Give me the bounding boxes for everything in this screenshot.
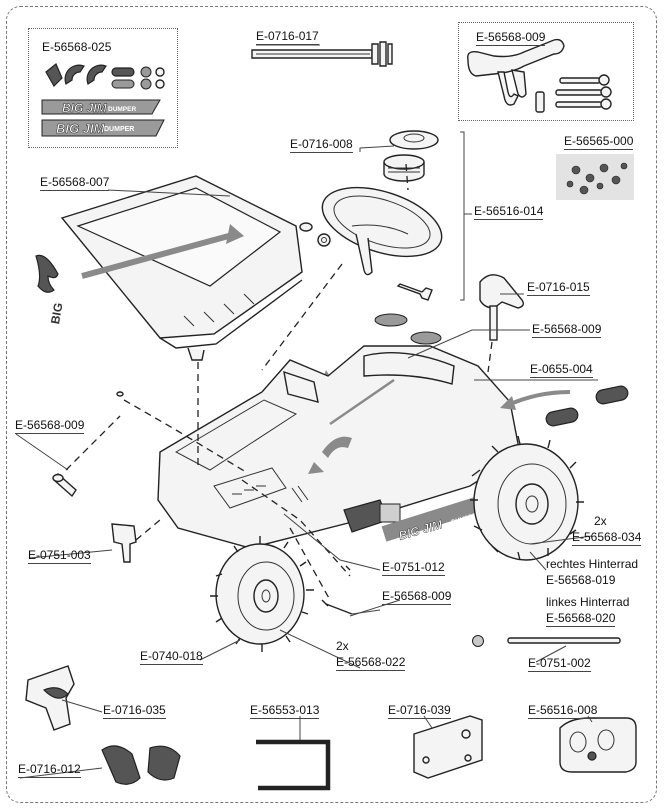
label-rear-left-name: linkes Hinterrad xyxy=(546,595,630,609)
label-hubcap: E-56568-022 xyxy=(336,655,406,671)
label-rear-hubcap: E-56568-034 xyxy=(572,530,642,546)
decal-brand-sub: DUMPER xyxy=(108,106,136,113)
decal-brand-text-large: BIG JIM xyxy=(56,121,106,136)
lever-set-illustration xyxy=(467,38,612,113)
pedal-grips-illustration xyxy=(500,385,629,427)
label-pedal-grips: E-0655-004 xyxy=(530,362,593,378)
logo-text: BIG xyxy=(48,302,65,325)
label-steering-cap: E-0716-008 xyxy=(290,137,353,153)
label-rear-qty: 2x xyxy=(594,514,607,528)
steering-cap-illustration xyxy=(383,130,439,182)
diagram-frame xyxy=(6,6,657,803)
label-axle: E-0751-002 xyxy=(528,656,591,672)
rear-wheel-illustration xyxy=(470,435,584,561)
front-wheel-illustration xyxy=(210,536,314,652)
label-wrench: E-56553-013 xyxy=(250,703,320,719)
decal-set-box xyxy=(28,28,178,148)
decal-set-illustration: BIG JIM DUMPER BIG JIM DUMPER xyxy=(41,63,165,137)
axle-illustration xyxy=(472,635,621,647)
label-dumper-bed: E-56568-007 xyxy=(40,175,110,191)
leader-lines xyxy=(15,44,598,779)
label-decal-set: E-56568-025 xyxy=(42,40,112,54)
label-rear-right-code: E-56568-019 xyxy=(546,573,616,587)
label-front-screw: E-0751-012 xyxy=(382,560,445,576)
label-rear-right-name: rechtes Hinterrad xyxy=(546,557,639,571)
label-bolt: E-56568-009 xyxy=(382,589,452,605)
rear-axle-rod-illustration xyxy=(251,41,393,67)
decal-brand-sub-large: DUMPER xyxy=(104,126,134,133)
label-dashboard: E-56516-008 xyxy=(528,703,598,719)
assembly-lines xyxy=(65,163,493,601)
seat-knob-illustration xyxy=(479,274,525,341)
label-steering-group: E-56516-014 xyxy=(474,204,544,220)
label-front-bracket: E-0716-035 xyxy=(103,703,166,719)
label-plate: E-0716-039 xyxy=(388,703,451,719)
label-front-wheel: E-0740-018 xyxy=(140,649,203,665)
label-pedals: E-0716-012 xyxy=(18,762,81,778)
lever-set-box xyxy=(458,22,634,121)
label-rear-left-code: E-56568-020 xyxy=(546,611,616,627)
label-seat-screw-set: E-56568-009 xyxy=(532,322,602,338)
label-screw-bag: E-56565-000 xyxy=(564,134,634,150)
label-rear-axle-rod: E-0716-017 xyxy=(256,29,319,45)
screw-bag-illustration xyxy=(556,154,634,200)
label-hubcap-qty: 2x xyxy=(336,639,349,653)
label-lever-set: E-56568-009 xyxy=(476,30,546,46)
tractor-body-illustration: BIG JIM DUMPER xyxy=(157,345,521,549)
label-pin-left: E-56568-009 xyxy=(15,418,85,434)
dumper-bed-illustration: BIG xyxy=(35,175,303,361)
label-seat-knob: E-0716-015 xyxy=(527,280,590,296)
decal-brand-text: BIG JIM xyxy=(62,101,108,115)
label-clip: E-0751-003 xyxy=(28,548,91,564)
small-parts-illustration xyxy=(52,391,353,615)
bottom-parts-illustration xyxy=(25,665,637,791)
steering-wheel-illustration xyxy=(299,186,443,301)
